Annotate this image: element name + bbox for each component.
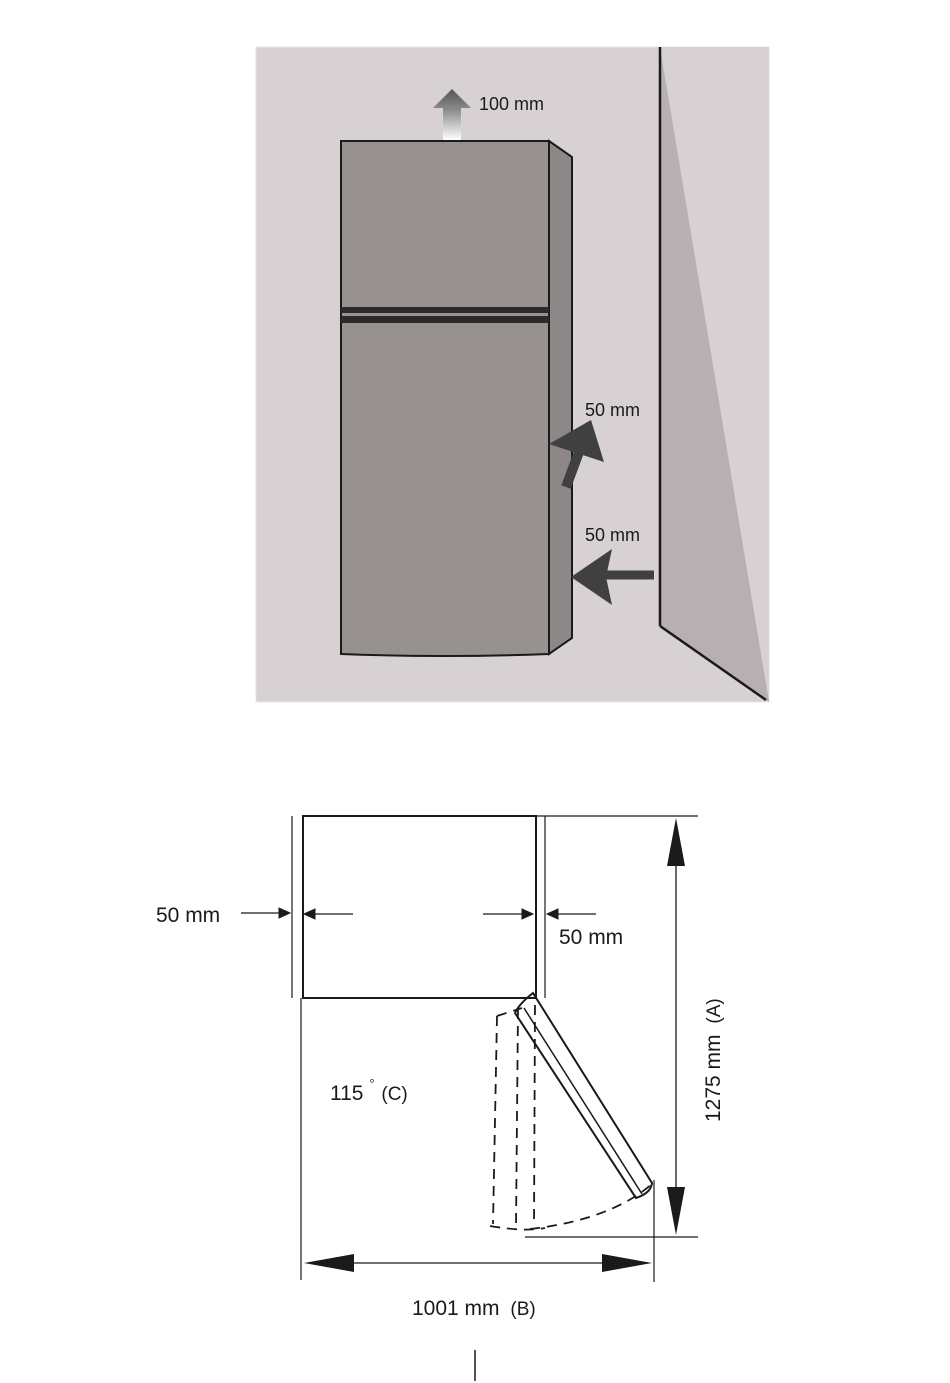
- fridge-front: [341, 141, 549, 656]
- door-angle-code: (C): [381, 1084, 407, 1105]
- degree-symbol: °: [369, 1076, 374, 1091]
- left-gap-label: 50 mm: [156, 904, 220, 927]
- fridge-door-divider: [341, 316, 549, 323]
- side-lower-clearance-label: 50 mm: [585, 525, 640, 545]
- arrow-right-icon: [602, 1254, 652, 1272]
- refrigerator: [341, 141, 572, 656]
- door-angle-label: 115 ° (C): [330, 1070, 408, 1105]
- width-label: 1001 mm (B): [412, 1297, 536, 1320]
- arrow-right-icon: [279, 908, 290, 918]
- width-dimension: 1001 mm (B): [304, 1254, 652, 1320]
- width-value: 1001 mm: [412, 1297, 500, 1320]
- arrow-up-icon: [667, 818, 685, 866]
- width-code: (B): [510, 1299, 535, 1320]
- arrow-down-icon: [667, 1187, 685, 1235]
- right-gap-label: 50 mm: [559, 926, 623, 949]
- depth-label: 1275 mm (A): [702, 998, 725, 1122]
- fridge-side-panel: [549, 141, 572, 654]
- door-closed-dashed: [490, 1005, 652, 1230]
- floor-plan: [292, 816, 698, 1282]
- arrow-left-icon: [304, 1254, 354, 1272]
- arrow-left-icon: [547, 909, 558, 919]
- arrow-right-icon: [522, 909, 533, 919]
- depth-value: 1275 mm: [702, 1034, 725, 1122]
- gap-arrows: [241, 908, 596, 919]
- freezer-door-divider: [341, 307, 549, 313]
- arrow-left-icon: [304, 909, 315, 919]
- door-inner-line: [524, 1008, 642, 1194]
- door-angle-value: 115: [330, 1082, 363, 1105]
- appliance-outline: [303, 816, 536, 998]
- top-clearance-label: 100 mm: [479, 94, 544, 114]
- depth-dimension: 1275 mm (A): [667, 818, 725, 1235]
- side-upper-clearance-label: 50 mm: [585, 400, 640, 420]
- depth-code: (A): [704, 998, 725, 1023]
